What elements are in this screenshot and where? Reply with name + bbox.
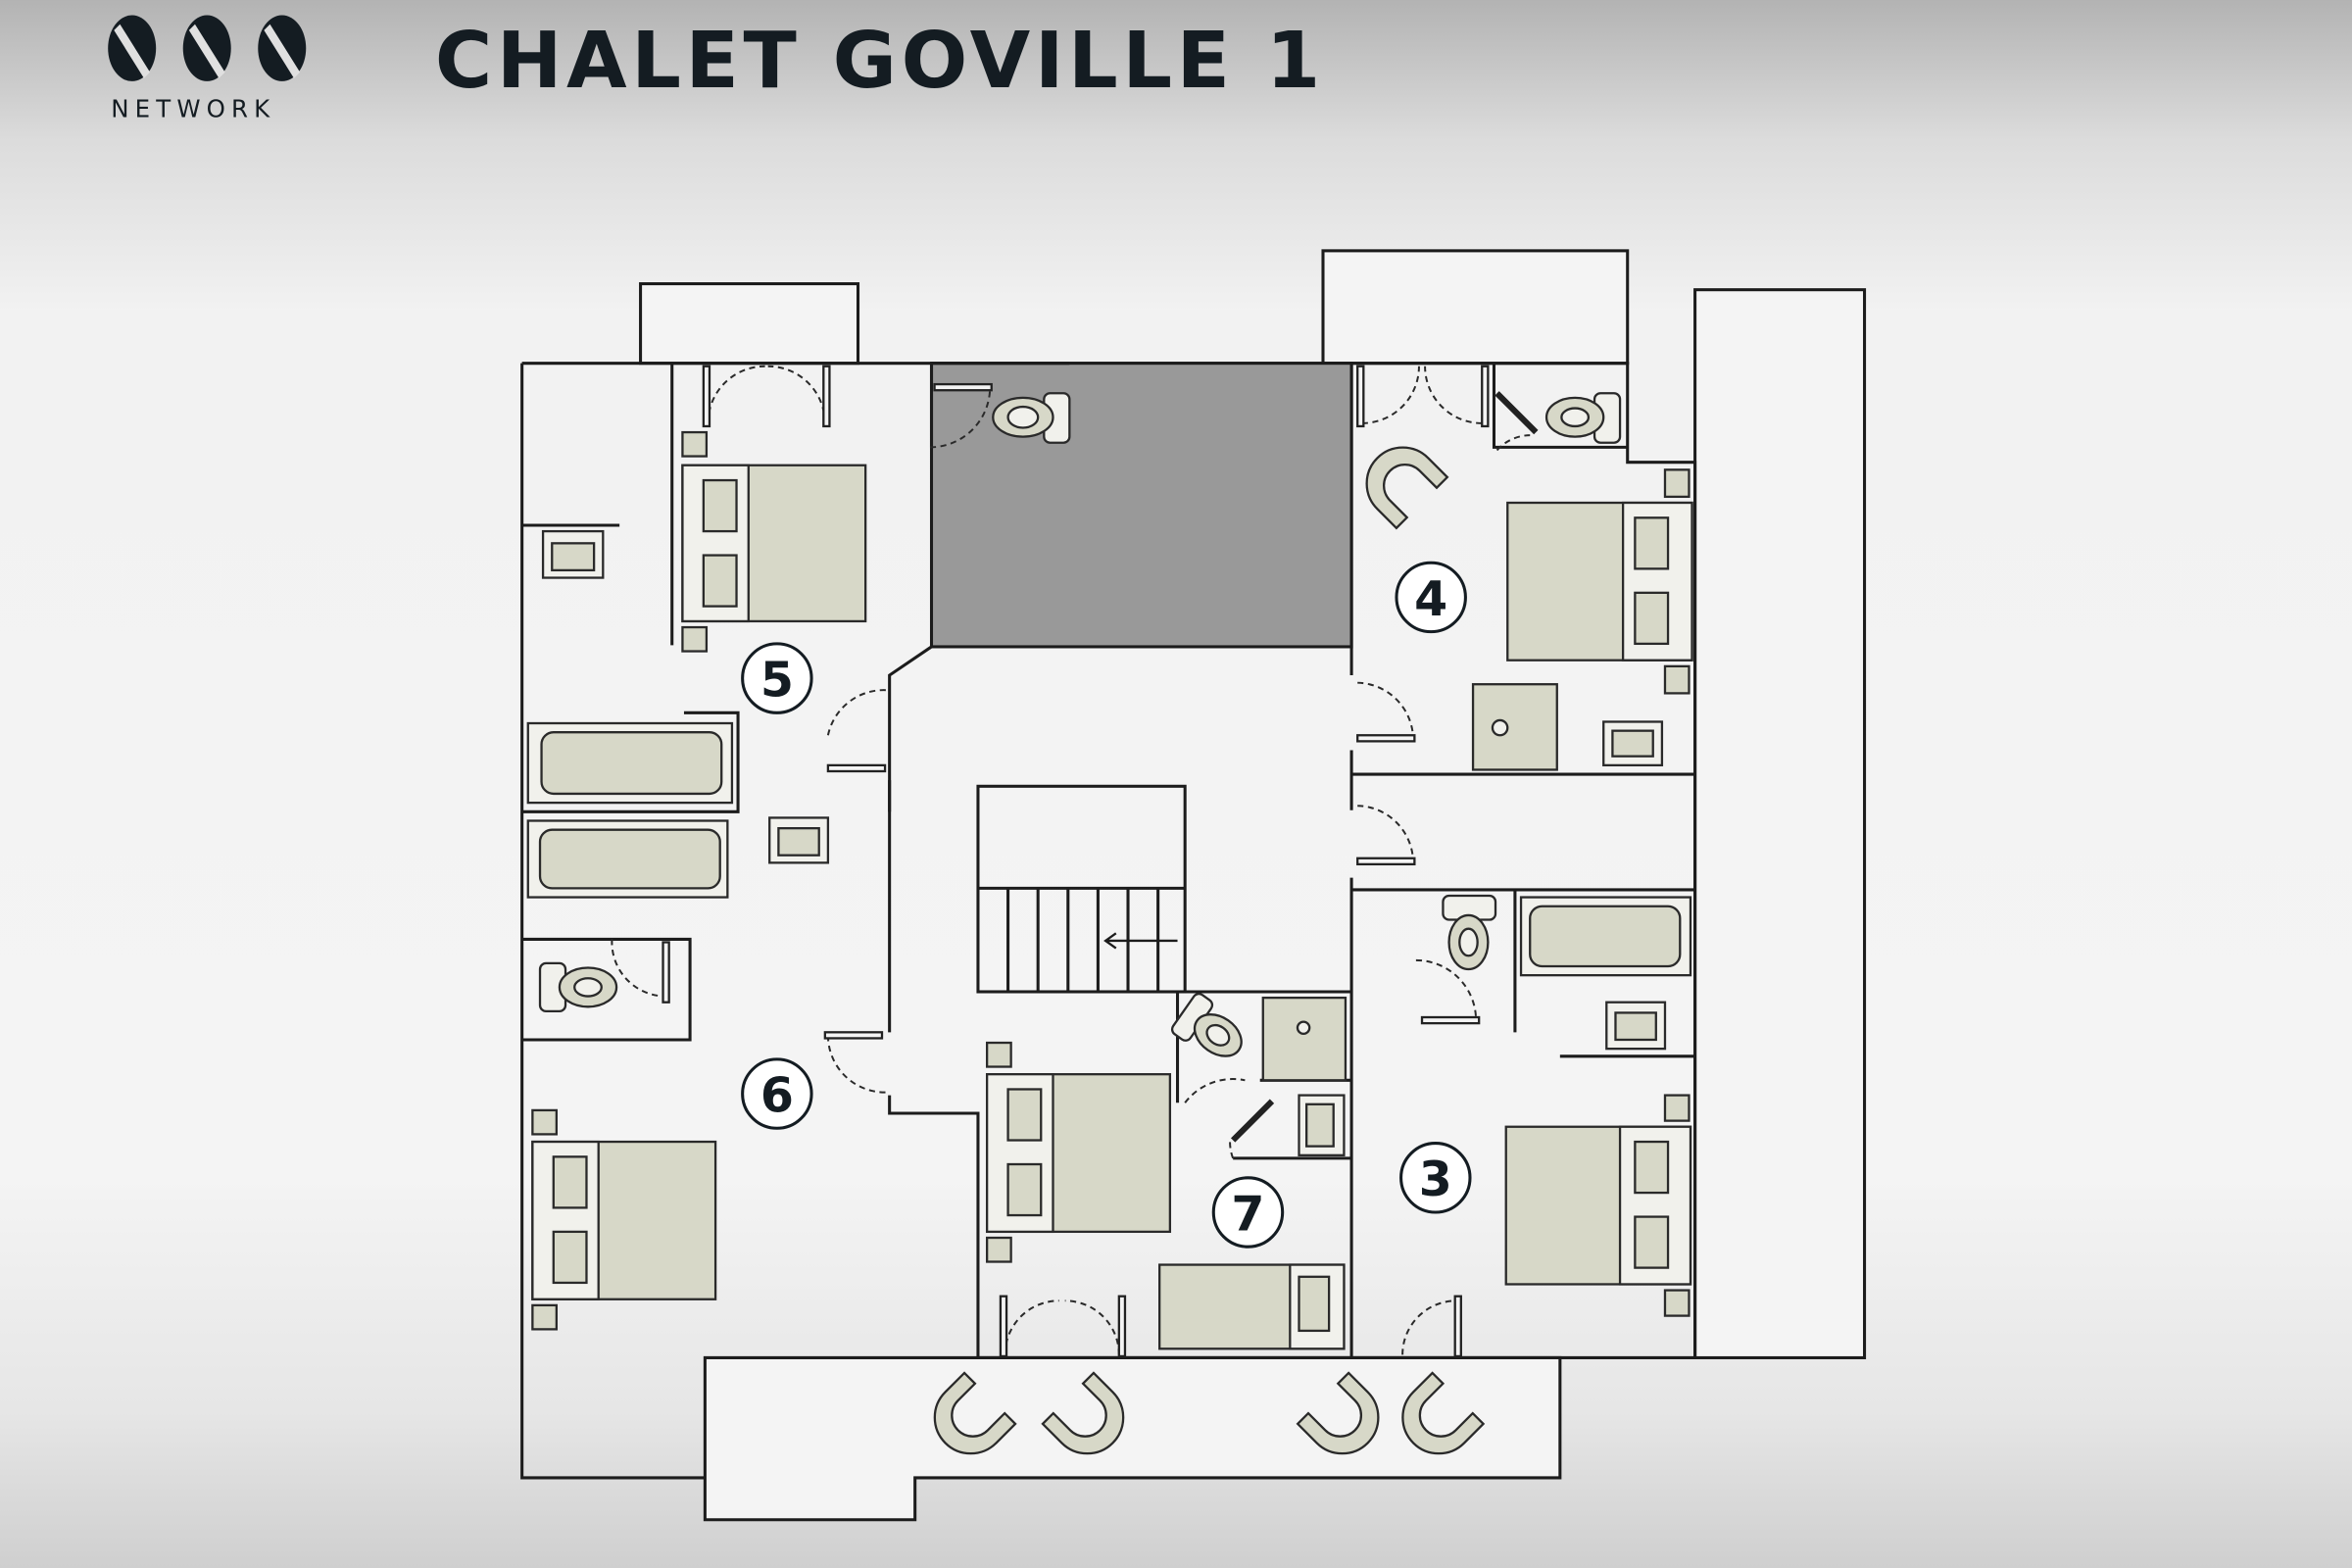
toilets — [538, 392, 1622, 1057]
room-label-6: 6 — [741, 1057, 813, 1130]
walls — [520, 249, 1867, 1522]
bed-room-5 — [681, 430, 867, 653]
room-label-5: 5 — [741, 642, 813, 714]
bed-room-4 — [1506, 468, 1693, 695]
logo-text: NETWORK — [111, 95, 275, 123]
stair-arrow-icon — [1103, 932, 1178, 950]
showers — [1261, 683, 1558, 1082]
bed-room-3 — [1504, 1094, 1692, 1317]
page-title: CHALET GOVILLE 1 — [435, 15, 1325, 106]
room-number: 7 — [1231, 1186, 1264, 1242]
room-label-3: 3 — [1399, 1142, 1472, 1214]
room-number: 3 — [1419, 1152, 1452, 1207]
room-label-7: 7 — [1211, 1176, 1285, 1249]
armchairs — [933, 446, 1486, 1455]
doors — [611, 365, 1539, 1358]
room-label-4: 4 — [1395, 561, 1467, 634]
room-number: 6 — [760, 1067, 794, 1123]
sinks — [541, 529, 1667, 1156]
bed-room-6 — [531, 1108, 717, 1331]
void-area — [929, 362, 1353, 649]
room-number: 5 — [760, 652, 794, 708]
bathtubs — [526, 721, 1692, 977]
bed-room-7 — [985, 1041, 1346, 1350]
room-number: 4 — [1414, 571, 1447, 627]
ovo-logo: NETWORK — [108, 15, 307, 123]
